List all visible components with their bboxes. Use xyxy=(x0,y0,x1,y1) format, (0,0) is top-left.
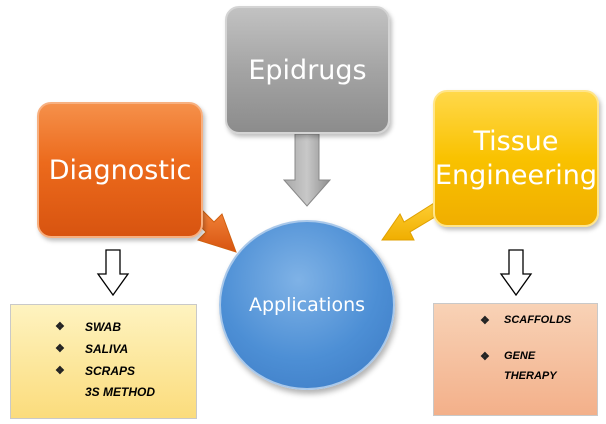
diamond-bullet-icon: ❖ xyxy=(480,315,490,327)
diamond-bullet-icon: ❖ xyxy=(480,351,490,363)
down-arrow-icon xyxy=(96,249,130,297)
epidrugs-node: Epidrugs xyxy=(225,6,390,134)
tissue-label-line1: Tissue xyxy=(473,125,559,157)
diamond-bullet-icon: ❖ xyxy=(55,343,65,355)
diamond-bullet-icon: ❖ xyxy=(55,321,65,333)
diagnostic-methods-box: ❖ SWAB ❖ SALIVA ❖ SCRAPS 3S METHOD xyxy=(10,304,197,419)
diagnostic-node: Diagnostic xyxy=(37,102,203,238)
diamond-bullet-icon: ❖ xyxy=(55,365,65,377)
epidrugs-arrow-icon xyxy=(282,133,332,207)
epidrugs-label: Epidrugs xyxy=(248,54,367,86)
applications-node: Applications xyxy=(219,220,395,390)
tissue-engineering-node: Tissue Engineering xyxy=(433,90,599,227)
list-item-continuation: THERAPY xyxy=(504,370,557,382)
tissue-engineering-methods-box: ❖ SCAFFOLDS ❖ GENE THERAPY xyxy=(433,303,598,416)
tissue-label-line2: Engineering xyxy=(435,159,597,191)
down-arrow-icon xyxy=(499,249,533,297)
diagnostic-label: Diagnostic xyxy=(48,154,192,186)
list-item-extra: 3S METHOD xyxy=(85,385,156,399)
applications-label: Applications xyxy=(248,294,366,316)
